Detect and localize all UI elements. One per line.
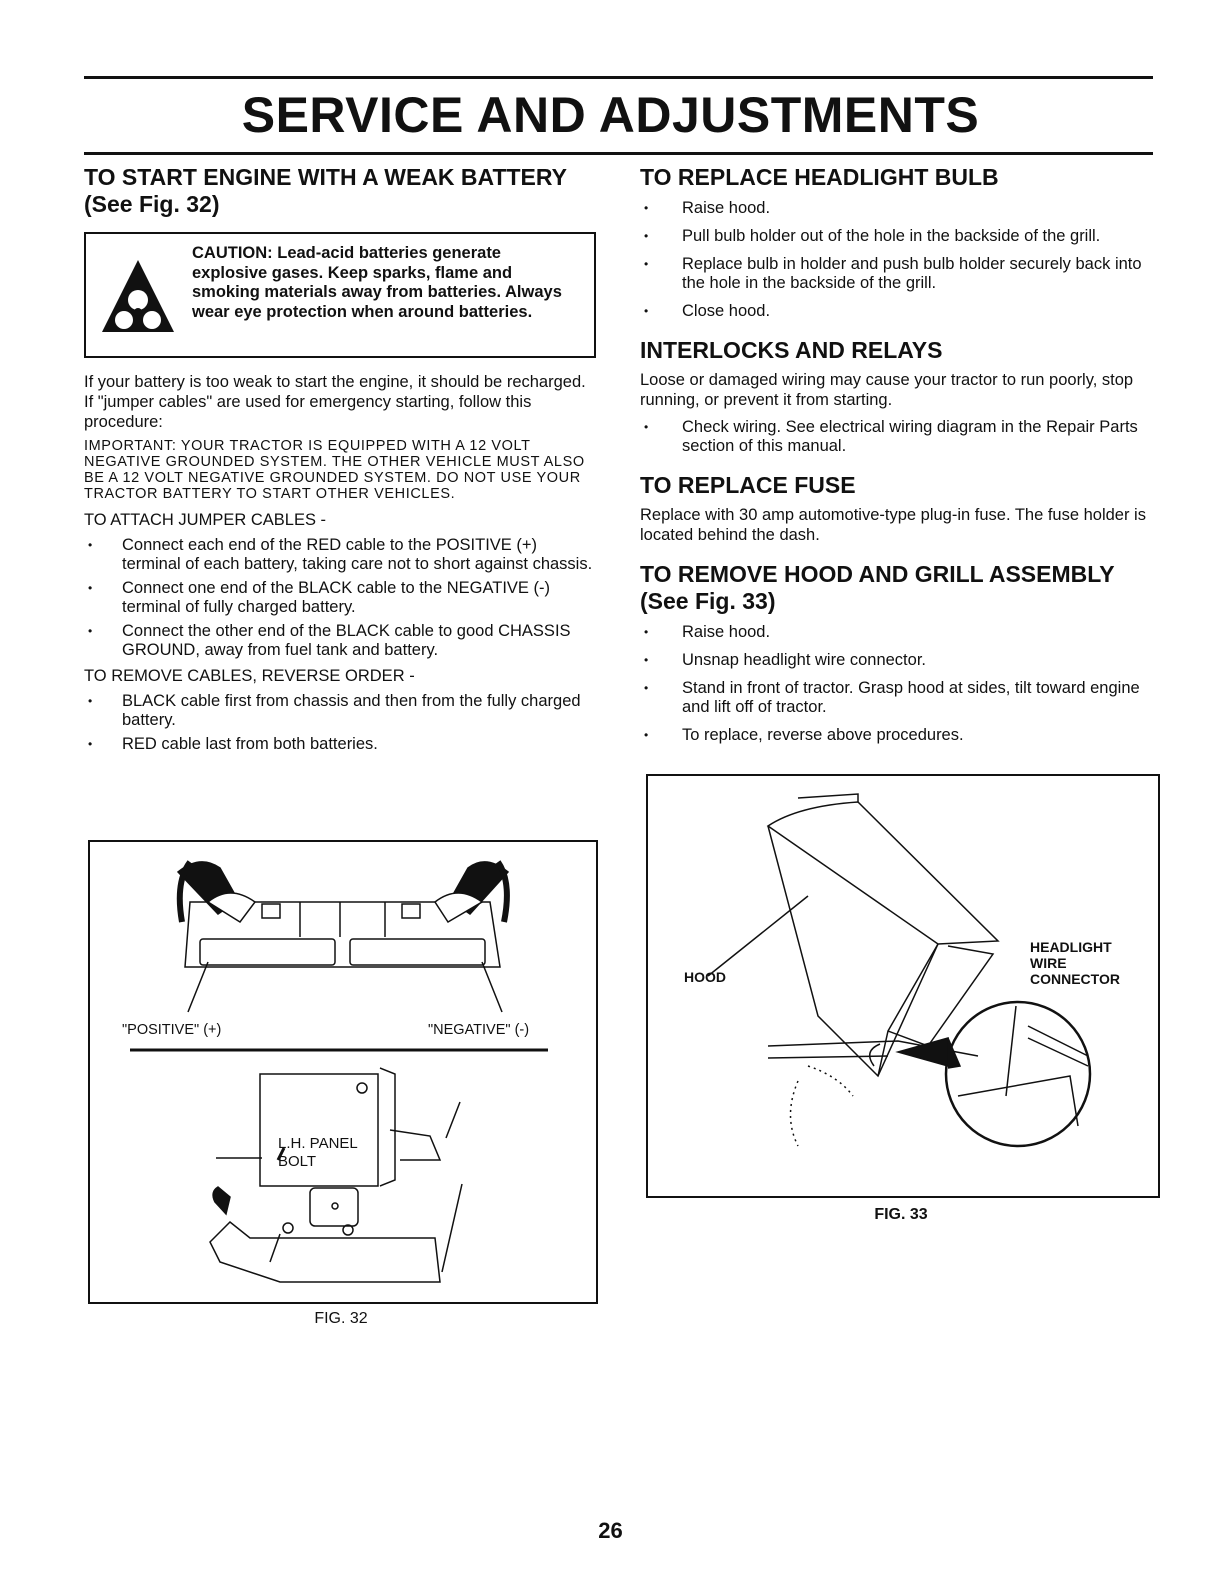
- fuse-heading: TO REPLACE FUSE: [640, 472, 856, 498]
- list-item: Connect each end of the RED cable to the…: [84, 536, 596, 574]
- hood-label: HOOD: [684, 969, 726, 985]
- page-title: SERVICE AND ADJUSTMENTS: [241, 87, 980, 143]
- weak-battery-heading: TO START ENGINE WITH A WEAK BATTERY: [84, 164, 567, 190]
- hood-see-fig: (See Fig. 33): [640, 588, 776, 614]
- list-item: Close hood.: [640, 302, 1152, 321]
- left-column: TO START ENGINE WITH A WEAK BATTERY (See…: [84, 164, 596, 754]
- caution-text: CAUTION: Lead-acid batteries generate ex…: [192, 244, 562, 321]
- fig33-box: HOOD HEADLIGHT WIRE CONNECTOR: [646, 774, 1160, 1198]
- remove-cables-list: BLACK cable first from chassis and then …: [84, 692, 596, 754]
- weak-battery-intro: If your battery is too weak to start the…: [84, 373, 586, 431]
- right-column: TO REPLACE HEADLIGHT BULB Raise hood. Pu…: [640, 164, 1152, 745]
- fig32-box: "POSITIVE" (+) "NEGATIVE" (-) L.H. PANEL…: [88, 840, 598, 1304]
- panel-bolt-label-1: L.H. PANEL: [278, 1135, 358, 1152]
- fig33-caption: FIG. 33: [874, 1206, 928, 1223]
- list-item: Check wiring. See electrical wiring diag…: [640, 418, 1152, 456]
- list-item: Stand in front of tractor. Grasp hood at…: [640, 679, 1152, 717]
- fig32-caption: FIG. 32: [314, 1310, 368, 1327]
- connector-label-2: WIRE: [1030, 955, 1067, 971]
- attach-cables-heading: TO ATTACH JUMPER CABLES -: [84, 511, 327, 529]
- list-item: Connect the other end of the BLACK cable…: [84, 622, 596, 660]
- title-underline: [84, 152, 1153, 155]
- hood-removal-illustration: HOOD HEADLIGHT WIRE CONNECTOR: [684, 793, 1120, 1148]
- list-item: Replace bulb in holder and push bulb hol…: [640, 255, 1152, 293]
- interlocks-text: Loose or damaged wiring may cause your t…: [640, 371, 1134, 409]
- battery-jumper-illustration: "POSITIVE" (+) "NEGATIVE" (-) L.H. PANEL…: [122, 860, 548, 1283]
- caution-box: CAUTION: Lead-acid batteries generate ex…: [84, 232, 596, 358]
- fuse-text: Replace with 30 amp automotive-type plug…: [640, 506, 1146, 544]
- negative-terminal-label: "NEGATIVE" (-): [428, 1022, 529, 1038]
- connector-label-3: CONNECTOR: [1030, 971, 1120, 987]
- list-item: Connect one end of the BLACK cable to th…: [84, 579, 596, 617]
- interlocks-heading: INTERLOCKS AND RELAYS: [640, 337, 943, 363]
- weak-battery-see-fig: (See Fig. 32): [84, 191, 220, 217]
- attach-cables-list: Connect each end of the RED cable to the…: [84, 536, 596, 660]
- hood-heading: TO REMOVE HOOD AND GRILL ASSEMBLY: [640, 561, 1115, 587]
- list-item: To replace, reverse above procedures.: [640, 726, 1152, 745]
- warning-icon: [102, 260, 174, 332]
- list-item: Raise hood.: [640, 623, 1152, 642]
- list-item: Unsnap headlight wire connector.: [640, 651, 1152, 670]
- list-item: Pull bulb holder out of the hole in the …: [640, 227, 1152, 246]
- panel-bolt-label-2: BOLT: [278, 1153, 316, 1170]
- top-rule: [84, 76, 1153, 79]
- list-item: RED cable last from both batteries.: [84, 735, 596, 754]
- interlocks-list: Check wiring. See electrical wiring diag…: [640, 418, 1152, 456]
- connector-label-1: HEADLIGHT: [1030, 939, 1112, 955]
- page-number: 26: [598, 1518, 623, 1543]
- headlight-heading: TO REPLACE HEADLIGHT BULB: [640, 164, 999, 190]
- headlight-list: Raise hood. Pull bulb holder out of the …: [640, 199, 1152, 321]
- hood-list: Raise hood. Unsnap headlight wire connec…: [640, 623, 1152, 745]
- list-item: BLACK cable first from chassis and then …: [84, 692, 596, 730]
- remove-cables-heading: TO REMOVE CABLES, REVERSE ORDER -: [84, 667, 415, 685]
- positive-terminal-label: "POSITIVE" (+): [122, 1022, 221, 1038]
- list-item: Raise hood.: [640, 199, 1152, 218]
- important-notice: IMPORTANT: YOUR TRACTOR IS EQUIPPED WITH…: [84, 438, 585, 502]
